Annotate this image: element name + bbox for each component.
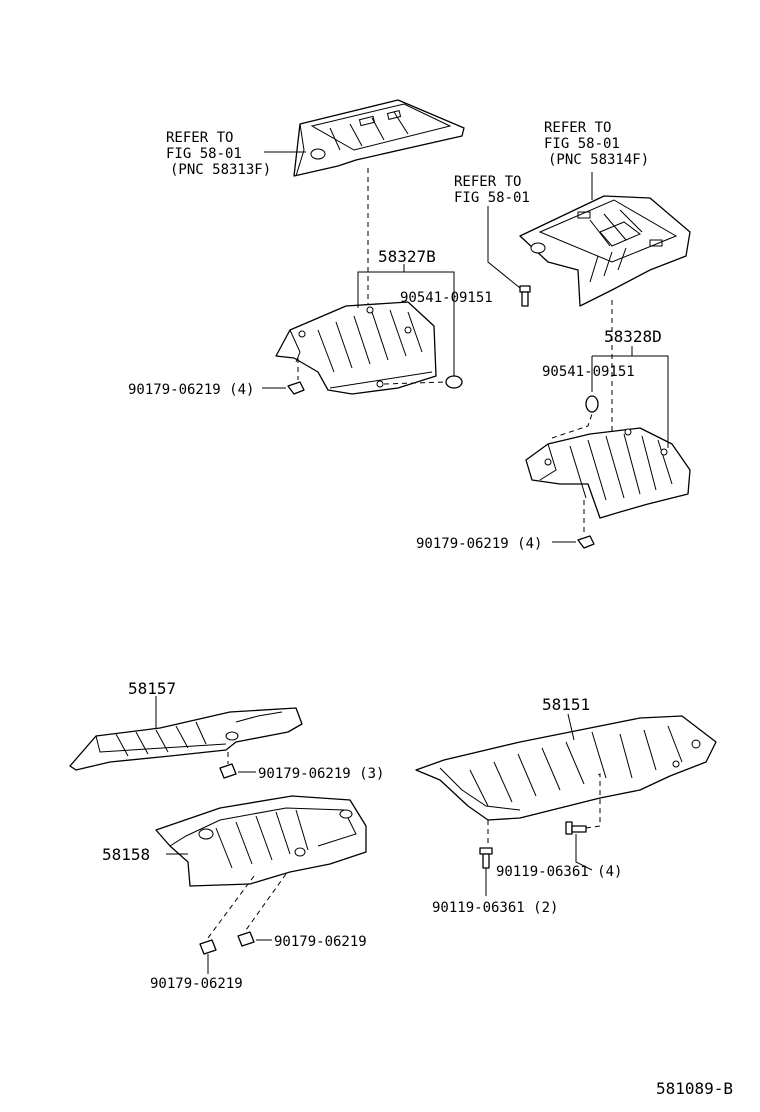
bolt-90119-x4-icon [565,821,587,835]
part-90179-b1-label: 90179-06219 [150,976,243,992]
refer-b-line2: FIG 58-01 [544,136,620,152]
part-90179-x3-label: 90179-06219 (3) [258,766,384,782]
bolt-90119-x2-icon [479,847,493,869]
bolt-icon [519,285,531,307]
refer-b-line1: REFER TO [544,120,611,136]
part-58157-label: 58157 [128,679,176,698]
part-90179-left-label: 90179-06219 (4) [128,382,254,398]
nut-90541-right-icon [585,395,599,413]
insulator-58314f-drawing [519,195,691,307]
part-58158-label: 58158 [102,845,150,864]
part-90541-right-label: 90541-09151 [542,364,635,380]
refer-a-line1: REFER TO [166,130,233,146]
part-90179-right-label: 90179-06219 (4) [416,536,542,552]
refer-b-line3: (PNC 58314F) [548,152,649,168]
part-90179-b2-label: 90179-06219 [274,934,367,950]
insulator-58327b-drawing [275,301,437,395]
refer-a-line2: FIG 58-01 [166,146,242,162]
insulator-58328d-drawing [525,427,691,519]
part-58328d-label: 58328D [604,327,662,346]
nut-90541-left-icon [445,375,463,389]
nut-90179-right-icon [577,535,595,549]
part-58151-label: 58151 [542,695,590,714]
insulator-58157-drawing [69,707,303,771]
insulator-58158-drawing [155,795,367,887]
nut-90179-b1-icon [199,939,217,955]
nut-90179-b2-icon [237,931,255,947]
refer-c-line1: REFER TO [454,174,521,190]
nut-90179-left-icon [287,381,305,395]
insulator-58151-drawing [415,715,717,821]
part-90119-x4-label: 90119-06361 (4) [496,864,622,880]
insulator-58313f-drawing [293,99,465,177]
refer-c-line2: FIG 58-01 [454,190,530,206]
refer-a-line3: (PNC 58313F) [170,162,271,178]
nut-90179-x3-icon [219,763,237,779]
figure-code: 581089-B [656,1079,733,1098]
part-90119-x2-label: 90119-06361 (2) [432,900,558,916]
part-58327b-label: 58327B [378,247,436,266]
part-90541-left-label: 90541-09151 [400,290,493,306]
